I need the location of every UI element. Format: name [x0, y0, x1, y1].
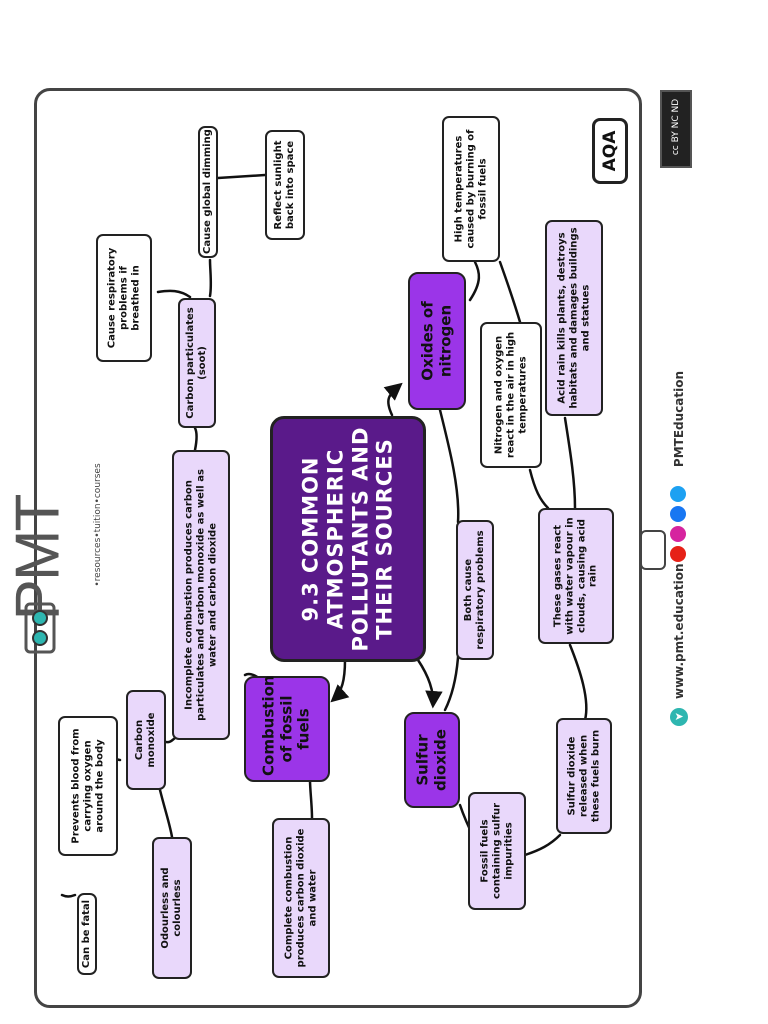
note-so2-released: Sulfur dioxide released when these fuels… [556, 718, 612, 834]
note-nitrogen-react-text: Nitrogen and oxygen react in the air in … [493, 331, 528, 459]
note-reflect-sunlight: Reflect sunlight back into space [265, 130, 305, 240]
license-badge: cc BY NC ND [660, 90, 692, 168]
branch-combustion: Combustion of fossil fuels [244, 675, 330, 782]
note-can-be-fatal-text: Can be fatal [81, 899, 93, 969]
note-acid-rain-kills: Acid rain kills plants, destroys habitat… [545, 220, 603, 416]
note-global-dimming: Cause global dimming [198, 126, 218, 258]
note-high-temperatures: High temperatures caused by burning of f… [442, 116, 500, 262]
branch-oxides-nitrogen: Oxides of nitrogen [408, 272, 466, 410]
note-incomplete-combustion-text: Incomplete combustion produces carbon pa… [183, 469, 218, 721]
note-so2-released-text: Sulfur dioxide released when these fuels… [566, 729, 601, 823]
main-title-box: 9.3 COMMON ATMOSPHERIC POLLUTANTS AND TH… [270, 416, 426, 662]
note-global-dimming-text: Cause global dimming [202, 129, 214, 254]
instagram-icon[interactable] [670, 526, 686, 542]
aqa-text: AQA [599, 130, 620, 172]
owl-mini-icon [640, 530, 666, 570]
main-title: 9.3 COMMON ATMOSPHERIC POLLUTANTS AND TH… [298, 426, 397, 652]
note-carbon-monoxide-text: Carbon monoxide [134, 712, 157, 768]
note-carbon-monoxide: Carbon monoxide [126, 690, 166, 790]
arrow-to-oxides [383, 382, 403, 417]
arrow-to-sulfur [416, 658, 443, 709]
note-complete-combustion: Complete combustion produces carbon diox… [272, 818, 330, 978]
branch-combustion-label: Combustion of fossil fuels [259, 675, 313, 776]
note-complete-combustion-text: Complete combustion produces carbon diox… [283, 828, 318, 968]
note-respiratory-inhaled: Cause respiratory problems if breathed i… [96, 234, 152, 362]
facebook-icon[interactable] [670, 506, 686, 522]
note-prevents-blood: Prevents blood from carrying oxygen arou… [58, 716, 118, 856]
note-reflect-sunlight-text: Reflect sunlight back into space [273, 140, 296, 230]
note-gases-react: These gases react with water vapour in c… [538, 508, 614, 644]
note-incomplete-combustion: Incomplete combustion produces carbon pa… [172, 450, 230, 740]
note-can-be-fatal: Can be fatal [77, 893, 97, 975]
note-prevents-blood-text: Prevents blood from carrying oxygen arou… [70, 728, 105, 844]
branch-oxides-label: Oxides of nitrogen [418, 301, 454, 381]
pointer-icon: ➤ [670, 708, 688, 726]
social-handle-link[interactable]: PMTEducation [664, 370, 694, 470]
note-odourless-text: Odourless and colourless [160, 867, 183, 949]
note-carbon-particulates-text: Carbon particulates (soot) [185, 307, 208, 419]
pmt-logo: PMT •resources•tuition•courses [4, 460, 103, 660]
twitter-icon[interactable] [670, 486, 686, 502]
branch-sulfur-label: Sulfur dioxide [413, 729, 449, 791]
note-high-temperatures-text: High temperatures caused by burning of f… [453, 129, 488, 249]
note-both-respiratory: Both cause respiratory problems [456, 520, 494, 660]
note-both-respiratory-text: Both cause respiratory problems [463, 530, 486, 650]
note-gases-react-text: These gases react with water vapour in c… [552, 517, 599, 635]
youtube-icon[interactable] [670, 546, 686, 562]
website-link[interactable]: ➤ www.pmt.education [662, 563, 696, 730]
pmt-owl-icon [24, 602, 56, 654]
branch-sulfur-dioxide: Sulfur dioxide [404, 712, 460, 808]
note-acid-rain-kills-text: Acid rain kills plants, destroys habitat… [556, 227, 591, 409]
arrow-to-combustion [330, 658, 350, 703]
note-fossil-sulfur: Fossil fuels containing sulfur impuritie… [468, 792, 526, 910]
pmt-tagline: •resources•tuition•courses [93, 463, 103, 587]
note-respiratory-inhaled-text: Cause respiratory problems if breathed i… [106, 247, 141, 349]
note-fossil-sulfur-text: Fossil fuels containing sulfur impuritie… [479, 802, 514, 900]
note-carbon-particulates: Carbon particulates (soot) [178, 298, 216, 428]
website-text: www.pmt.education [672, 563, 686, 699]
note-odourless: Odourless and colourless [152, 837, 192, 979]
license-text: cc BY NC ND [671, 98, 681, 156]
aqa-badge: AQA [592, 118, 628, 184]
social-handle-text: PMTEducation [672, 370, 686, 468]
note-nitrogen-react: Nitrogen and oxygen react in the air in … [480, 322, 542, 468]
social-icons [666, 470, 692, 570]
